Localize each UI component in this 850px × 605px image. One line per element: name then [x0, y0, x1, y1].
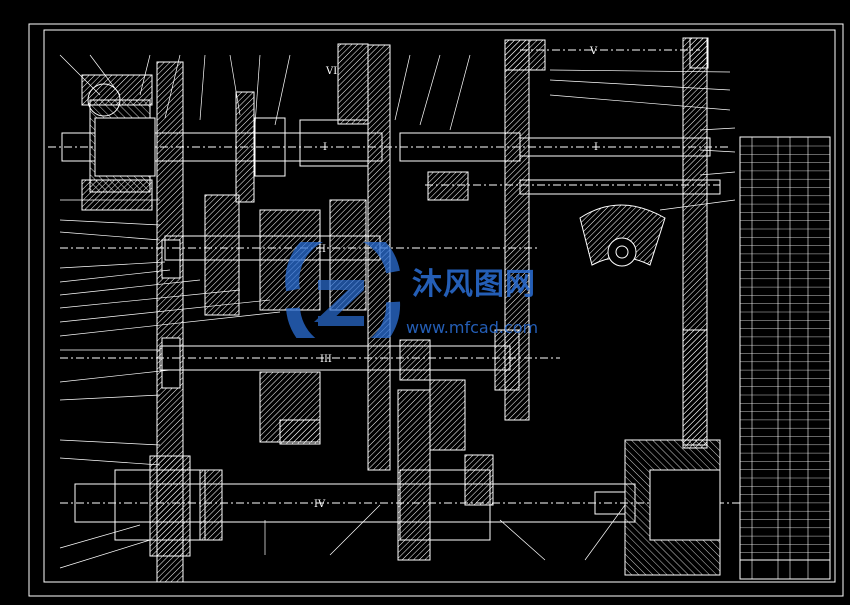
bottom-callout-leaders — [264, 504, 626, 561]
left-callout-leaders — [59, 199, 281, 569]
watermark-logo-icon — [285, 242, 401, 338]
watermark-brand-text: 沐风图网 — [412, 267, 536, 302]
shaft-IV-label: IV — [314, 499, 326, 510]
right-frame-column — [682, 329, 708, 446]
shaft-I-label-right: I — [594, 142, 598, 153]
intermediate-gear-block — [397, 379, 494, 561]
shaft-I-label-left: I — [323, 142, 327, 153]
shaft-IV-spindle: IV — [60, 439, 740, 576]
shaft-V-label: V — [589, 46, 598, 57]
shaft-I-assembly: I I — [48, 43, 730, 211]
shaft-VI-label: VI — [325, 66, 337, 77]
parts-list-table — [739, 136, 831, 580]
inner-frame — [43, 29, 836, 583]
shaft-V-assembly: V — [504, 37, 709, 71]
shaft-VI-assembly: VI — [325, 66, 721, 267]
shaft-III-label: III — [320, 354, 332, 365]
watermark-url-text: www.mfcad.com — [406, 318, 539, 337]
top-callout-leaders — [59, 54, 471, 131]
outer-frame — [28, 23, 844, 597]
shaft-III-assembly: III — [60, 329, 560, 445]
shaft-II-label: II — [318, 244, 326, 255]
right-callout-leaders — [549, 69, 736, 211]
